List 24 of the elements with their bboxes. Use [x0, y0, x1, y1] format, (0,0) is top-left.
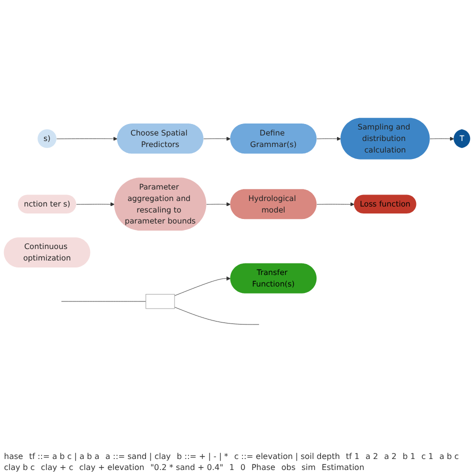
label-text: tf 1 — [346, 452, 360, 461]
label-text: a 2 — [384, 452, 397, 461]
label-text: b ::= + | - | * — [176, 452, 228, 461]
label-text: clay + elevation — [79, 463, 144, 472]
label-text: tf ::= a b c | a b a — [29, 452, 100, 461]
label-text: a b c — [439, 452, 459, 461]
label-text: sim — [301, 463, 316, 472]
connector — [174, 307, 260, 325]
label-text: obs — [281, 463, 296, 472]
label-text: 1 — [229, 463, 234, 472]
label-text: clay + c — [40, 463, 74, 472]
label-text: hase — [4, 452, 24, 461]
connector — [61, 301, 146, 302]
label-text: Phase — [251, 463, 276, 472]
label-text: 0 — [240, 463, 246, 472]
label-text: a ::= sand | clay — [105, 452, 171, 461]
label-text: c 1 — [421, 452, 434, 461]
label-text: Estimation — [322, 463, 364, 472]
node-box — [146, 294, 175, 310]
label-text: b 1 — [402, 452, 416, 461]
label-text: clay b c — [4, 463, 35, 472]
label-text: "0.2 * sand + 0.4" — [150, 463, 224, 472]
label-text: c ::= elevation | soil depth — [234, 452, 340, 461]
label-text: a 2 — [366, 452, 378, 461]
